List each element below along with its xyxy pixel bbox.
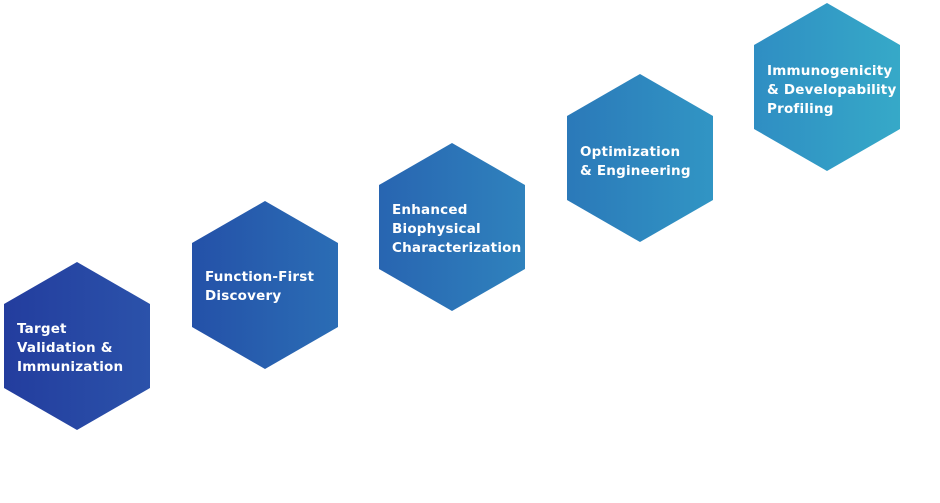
hexagon-shape	[567, 74, 713, 242]
hexagon-shape	[192, 201, 338, 369]
step-label: Immunogenicity & Developability Profilin…	[767, 63, 897, 117]
step-function-first-discovery: Function-First Discovery	[192, 201, 338, 369]
step-optimization-engineering: Optimization & Engineering	[567, 74, 713, 242]
step-label: Target Validation & Immunization	[17, 321, 124, 375]
step-label: Optimization & Engineering	[580, 144, 691, 179]
step-label: Enhanced Biophysical Characterization	[392, 202, 522, 256]
hexagon-shape	[754, 3, 900, 171]
step-enhanced-biophysical-characterization: Enhanced Biophysical Characterization	[379, 143, 525, 311]
step-target-validation: Target Validation & Immunization	[4, 262, 150, 430]
hexagon-shape	[379, 143, 525, 311]
step-immunogenicity-developability: Immunogenicity & Developability Profilin…	[754, 3, 900, 171]
hexagon-shape	[4, 262, 150, 430]
step-label: Function-First Discovery	[205, 269, 315, 304]
